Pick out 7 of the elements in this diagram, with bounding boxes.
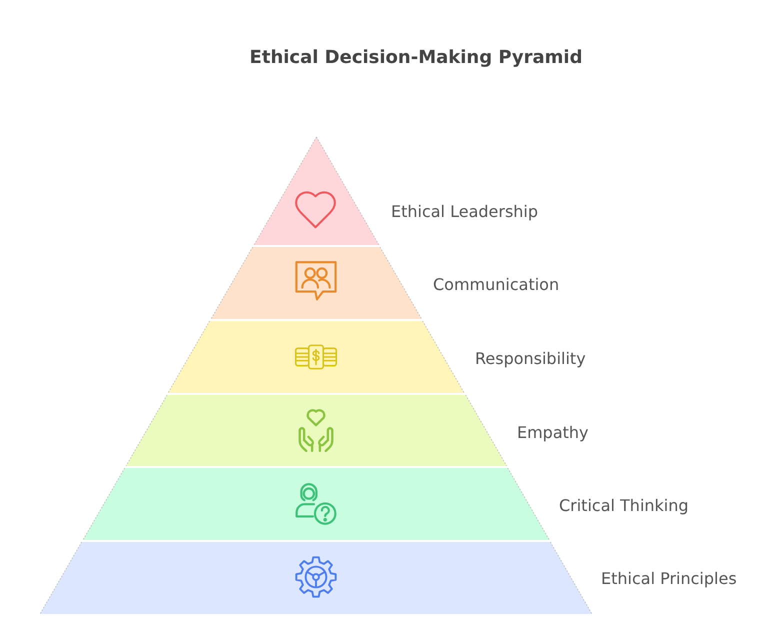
tier-label: Ethical Principles: [601, 569, 737, 589]
tier-label: Critical Thinking: [558, 496, 689, 516]
tier-label: Empathy: [516, 423, 589, 443]
diagram-title: Ethical Decision-Making Pyramid: [250, 47, 582, 68]
tier-label: Ethical Leadership: [390, 202, 538, 222]
tier-label: Communication: [432, 275, 560, 295]
tier-label: Responsibility: [474, 349, 586, 369]
